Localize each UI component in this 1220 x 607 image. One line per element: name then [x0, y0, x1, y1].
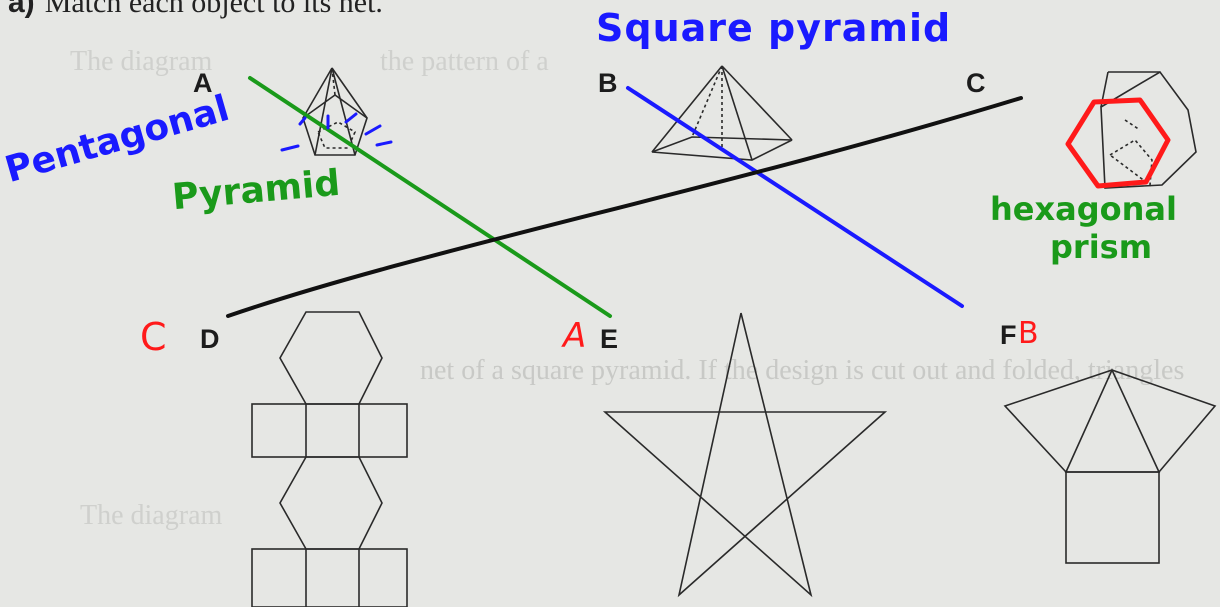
pentagram-net: [602, 312, 888, 598]
blue-match-line: [626, 86, 964, 308]
pentagonal-pyramid-figure: [302, 67, 368, 156]
square-pyramid-figure: [651, 65, 793, 161]
question-text: Match each object to its net.: [44, 0, 383, 19]
red-hexagon-outline: [1065, 97, 1171, 189]
match-mark-d: C: [140, 315, 167, 359]
faint-text-line-1: The diagram: [70, 46, 213, 77]
net-label-e: E: [600, 324, 619, 354]
question-part: a): [8, 0, 35, 19]
faint-text-line-3: net of a square pyramid. If the design i…: [420, 355, 1185, 386]
match-mark-f: B: [1018, 316, 1039, 351]
hexagonal-prism-figure: [1100, 70, 1197, 189]
annotation-hexagonal: hexagonal: [990, 190, 1177, 228]
faint-text-line-4: The diagram: [80, 500, 223, 531]
question-header: a) Match each object to its net.: [8, 0, 383, 20]
faint-text-line-2: the pattern of a: [380, 46, 549, 77]
blue-edge-marks: [280, 112, 393, 152]
match-mark-e: A: [563, 316, 587, 356]
net-label-d: D: [200, 324, 220, 354]
object-label-a: A: [193, 68, 213, 98]
square-pyramid-net: [1003, 368, 1217, 564]
object-label-b: B: [598, 68, 618, 98]
hexagonal-prism-net: [251, 311, 408, 607]
annotation-prism: prism: [1050, 228, 1153, 266]
black-match-line: [226, 96, 1023, 318]
object-label-c: C: [966, 68, 986, 98]
net-label-f: F: [1000, 320, 1017, 350]
annotation-square-pyramid: Square pyramid: [596, 6, 952, 50]
green-match-line: [248, 76, 612, 318]
